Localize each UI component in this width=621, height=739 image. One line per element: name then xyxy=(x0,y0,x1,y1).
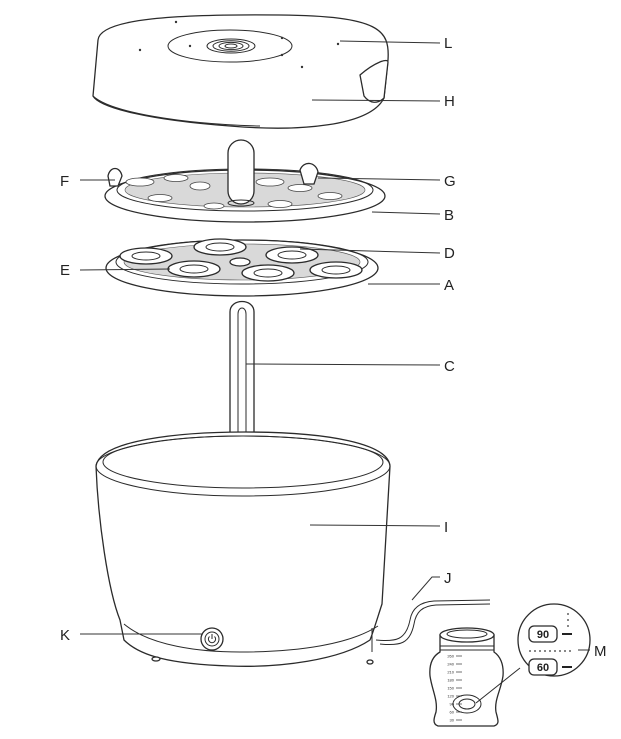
baby-bottle: 30 60 90 120 150 180 210 240 260 xyxy=(429,627,504,727)
rack-centre-post xyxy=(227,139,255,205)
lid-vent-icon xyxy=(206,38,256,54)
base-unit xyxy=(95,431,391,667)
bottle-scale-mark: 260 xyxy=(447,654,454,659)
rack-clip-right xyxy=(299,162,319,185)
bottle-scale-mark: 90 xyxy=(450,702,455,707)
lid-handle xyxy=(359,59,389,103)
part-labels: L H F G B D E A C I J K M xyxy=(60,35,607,660)
bottle-scale-mark: 150 xyxy=(447,686,454,691)
leader-lines xyxy=(79,40,590,651)
zoom-mark-lower-box xyxy=(528,658,558,676)
label-b: B xyxy=(444,207,454,224)
scale-zoom-detail: 90 60 xyxy=(475,603,591,704)
label-i: I xyxy=(444,519,448,536)
bottle-scale: 30 60 90 120 150 180 210 240 260 xyxy=(447,654,462,723)
bottle-scale-mark: 180 xyxy=(447,678,454,683)
bottle-scale-mark: 30 xyxy=(450,718,455,723)
rack-clip-left xyxy=(107,167,123,187)
label-k: K xyxy=(60,627,70,644)
label-f: F xyxy=(60,173,69,190)
zoom-mark-lower: 60 xyxy=(537,662,549,674)
bottle-tray xyxy=(105,238,379,297)
bottle-scale-mark: 120 xyxy=(447,694,454,699)
zoom-mark-upper-box xyxy=(528,625,558,643)
zoom-mark-upper: 90 xyxy=(537,629,549,641)
power-icon xyxy=(207,634,217,644)
bottle-scale-mark: 210 xyxy=(447,670,454,675)
small-parts-rack xyxy=(104,139,386,223)
label-g: G xyxy=(444,173,456,190)
power-button xyxy=(200,627,224,651)
label-j: J xyxy=(444,570,452,587)
lid xyxy=(92,14,389,129)
label-a: A xyxy=(444,277,454,294)
label-h: H xyxy=(444,93,455,110)
label-d: D xyxy=(444,245,455,262)
bottle-scale-mark: 240 xyxy=(447,662,454,667)
label-c: C xyxy=(444,358,455,375)
label-l: L xyxy=(444,35,452,52)
power-cord xyxy=(375,599,491,646)
bottle-scale-mark: 60 xyxy=(450,710,455,715)
label-e: E xyxy=(60,262,70,279)
label-m: M xyxy=(594,643,607,660)
